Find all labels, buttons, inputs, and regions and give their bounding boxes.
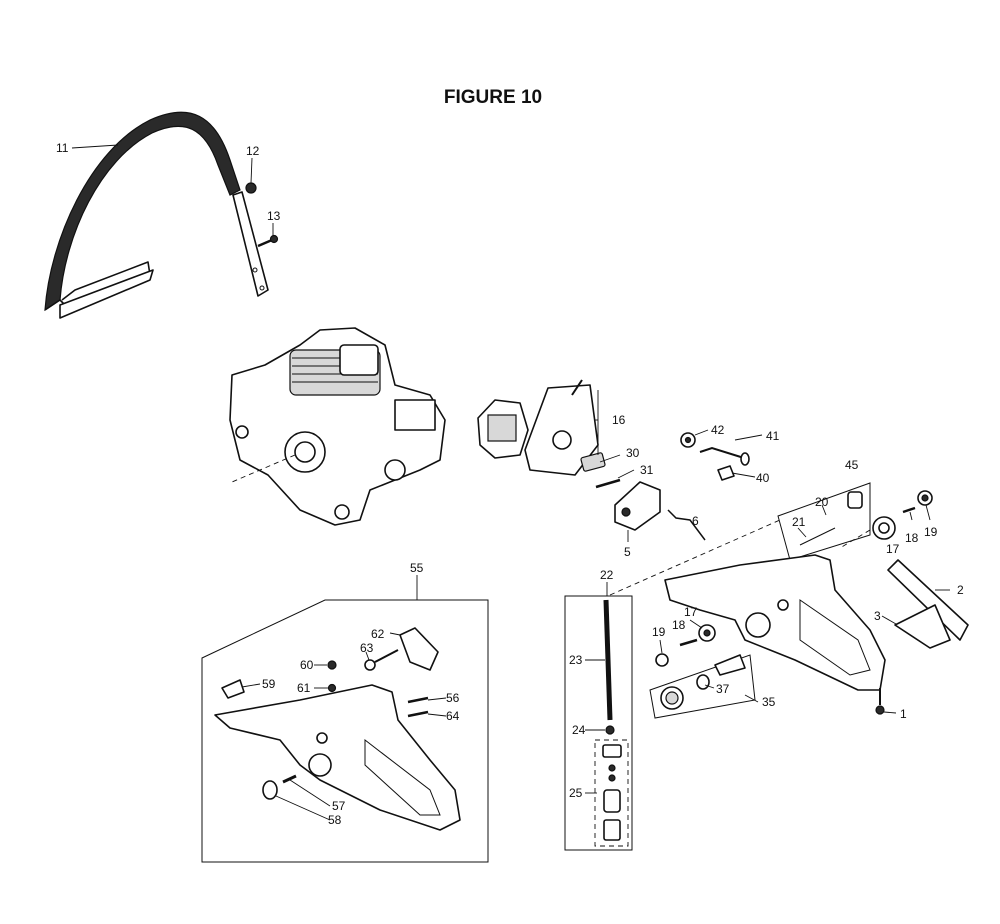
group-55-frame xyxy=(201,599,489,863)
chain-cover-housing xyxy=(664,554,886,691)
callout-30: 30 xyxy=(626,446,640,460)
callout-63: 63 xyxy=(360,641,374,655)
figure-title: FIGURE 10 xyxy=(443,87,543,108)
valve-assembly-25 xyxy=(594,739,629,847)
callout-42: 42 xyxy=(711,423,725,437)
callout-1: 1 xyxy=(900,707,907,721)
bracket-5 xyxy=(614,481,661,531)
callout-17-right: 17 xyxy=(886,542,900,556)
callout-6: 6 xyxy=(692,514,699,528)
screw-1 xyxy=(875,688,885,715)
callout-19-left: 19 xyxy=(652,625,666,639)
axis-line-45 xyxy=(839,529,871,549)
callout-22: 22 xyxy=(600,568,614,582)
callout-45: 45 xyxy=(845,458,859,472)
callout-58: 58 xyxy=(328,813,342,827)
callout-59: 59 xyxy=(262,677,276,691)
carburetor xyxy=(477,399,529,459)
part-59 xyxy=(221,679,245,699)
callout-2: 2 xyxy=(957,583,964,597)
callout-18-left: 18 xyxy=(672,618,686,632)
callout-labels: 11 12 13 16 30 31 5 6 42 41 40 45 20 21 … xyxy=(56,141,964,827)
pin-41 xyxy=(699,446,750,466)
clip-3 xyxy=(894,604,951,649)
front-handle-bar xyxy=(44,111,269,319)
plug-20 xyxy=(847,491,863,509)
left-housing xyxy=(214,684,461,831)
callout-60: 60 xyxy=(300,658,314,672)
callout-17-left: 17 xyxy=(684,605,698,619)
callout-16: 16 xyxy=(612,413,626,427)
callout-5: 5 xyxy=(624,545,631,559)
screw-60 xyxy=(327,660,337,670)
callout-24: 24 xyxy=(572,723,586,737)
screw-18-left xyxy=(679,638,698,647)
tube-23 xyxy=(603,599,613,721)
screw-18-right xyxy=(902,506,916,514)
gasket-30 xyxy=(580,452,606,472)
spring-63 xyxy=(364,649,399,671)
spring-21 xyxy=(799,527,836,546)
callout-21: 21 xyxy=(792,515,806,529)
callout-13: 13 xyxy=(267,209,281,223)
engine-crankcase-assembly xyxy=(229,327,446,526)
callout-18-right: 18 xyxy=(905,531,919,545)
group-22-frame xyxy=(564,595,633,851)
callout-35: 35 xyxy=(762,695,776,709)
collar-42 xyxy=(680,432,696,448)
callout-64: 64 xyxy=(446,709,460,723)
pin-56 xyxy=(407,696,429,704)
callout-55: 55 xyxy=(410,561,424,575)
bushing-58 xyxy=(262,780,278,800)
group-45-frame xyxy=(777,482,871,561)
callout-3: 3 xyxy=(874,609,881,623)
handle-bolt-13 xyxy=(257,234,279,248)
air-filter-base-16 xyxy=(524,379,599,476)
callout-19-right: 19 xyxy=(924,525,938,539)
washer-24 xyxy=(605,725,615,735)
rod-6 xyxy=(667,509,706,541)
callout-23: 23 xyxy=(569,653,583,667)
callout-31: 31 xyxy=(640,463,654,477)
callout-57: 57 xyxy=(332,799,346,813)
callout-40: 40 xyxy=(756,471,770,485)
gear-17-right xyxy=(872,516,896,540)
nut-19-left xyxy=(655,653,669,667)
sprocket-nut-19-right xyxy=(917,490,933,506)
lever-62 xyxy=(399,627,439,671)
callout-41: 41 xyxy=(766,429,780,443)
callout-37: 37 xyxy=(716,682,730,696)
callout-61: 61 xyxy=(297,681,311,695)
callout-56: 56 xyxy=(446,691,460,705)
washer-61 xyxy=(327,683,337,693)
callout-11: 11 xyxy=(56,141,69,155)
oil-cap-37 xyxy=(660,654,746,710)
callout-12: 12 xyxy=(246,144,260,158)
spring-57 xyxy=(282,774,297,784)
callout-62: 62 xyxy=(371,627,385,641)
callout-20: 20 xyxy=(815,495,829,509)
pin-64 xyxy=(407,710,429,718)
gear-17-left xyxy=(698,624,716,642)
button-40 xyxy=(717,465,735,481)
screw-31 xyxy=(595,478,621,489)
callout-25: 25 xyxy=(569,786,583,800)
axis-line-22 xyxy=(609,519,781,596)
handle-screw-12 xyxy=(245,182,257,194)
leader-lines xyxy=(71,144,950,821)
